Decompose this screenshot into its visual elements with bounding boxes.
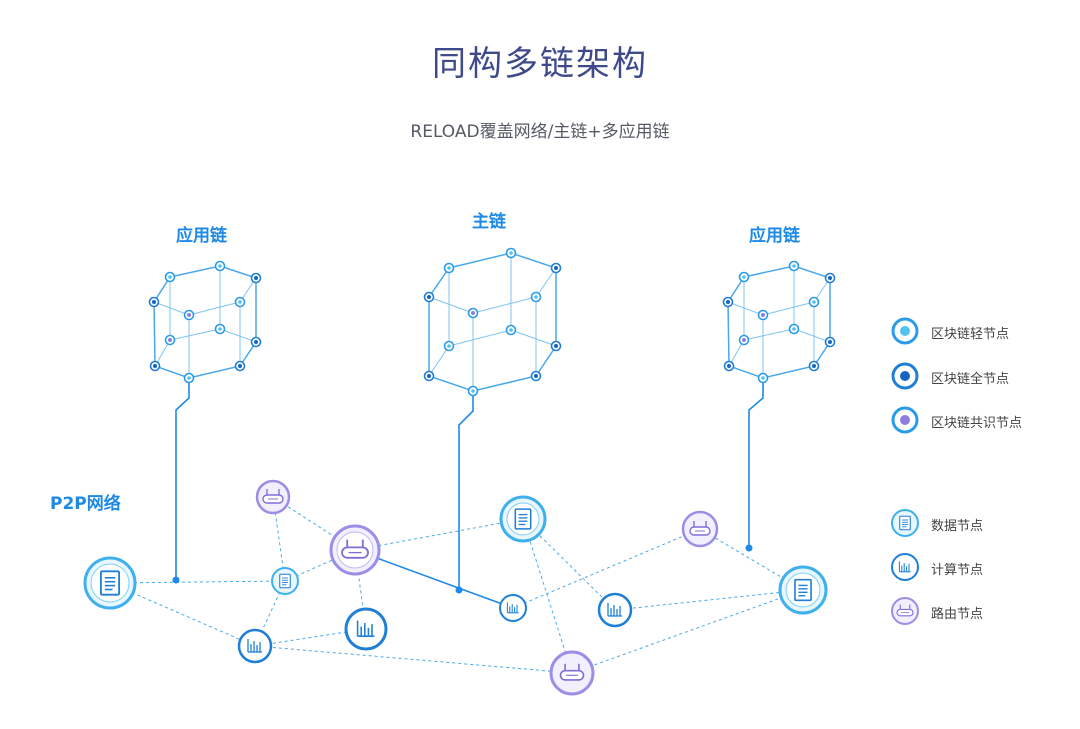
legend-full-node-label: 区块链全节点 bbox=[931, 372, 1010, 387]
legend-router-node-label: 路由节点 bbox=[931, 607, 984, 622]
data-node-center bbox=[499, 495, 547, 543]
router-node bbox=[681, 510, 719, 548]
compute-node bbox=[597, 592, 633, 628]
chain-connectors bbox=[175, 378, 764, 590]
solid-link bbox=[354, 549, 514, 609]
legend-light-node-label: 区块链轻节点 bbox=[931, 327, 1010, 342]
data-node-right bbox=[778, 565, 828, 615]
router-node-large bbox=[329, 524, 381, 576]
compute-node bbox=[237, 628, 273, 664]
data-node-large-left bbox=[83, 556, 137, 610]
connector-dot bbox=[745, 544, 753, 552]
left-chain-label: 应用链 bbox=[176, 226, 227, 246]
connector-dot bbox=[455, 586, 463, 594]
legend-full-node-icon bbox=[891, 362, 919, 390]
router-node bbox=[255, 479, 291, 515]
legend-consensus-node-label: 区块链共识节点 bbox=[931, 416, 1023, 431]
left-app-chain-cube bbox=[148, 260, 262, 384]
legend-consensus-node-icon bbox=[891, 406, 919, 434]
main-chain-cube bbox=[423, 247, 562, 397]
legend-data-node-icon bbox=[891, 509, 919, 537]
legend-compute-node-icon bbox=[891, 553, 919, 581]
page-title: 同构多链架构 bbox=[432, 44, 648, 84]
data-node-small bbox=[271, 567, 299, 595]
legend-router-node-icon bbox=[891, 597, 919, 625]
router-node bbox=[549, 650, 595, 696]
legend-data-node-label: 数据节点 bbox=[931, 519, 984, 534]
connector-dot bbox=[172, 576, 180, 584]
compute-node bbox=[499, 594, 527, 622]
right-chain-label: 应用链 bbox=[749, 226, 800, 246]
right-app-chain-cube bbox=[722, 260, 836, 384]
page-subtitle: RELOAD覆盖网络/主链+多应用链 bbox=[410, 122, 670, 142]
legend-light-node-icon bbox=[891, 317, 919, 345]
main-chain-label: 主链 bbox=[472, 212, 506, 232]
p2p-network-label: P2P网络 bbox=[50, 494, 121, 514]
legend-compute-node-label: 计算节点 bbox=[931, 563, 984, 578]
compute-node bbox=[344, 607, 388, 651]
